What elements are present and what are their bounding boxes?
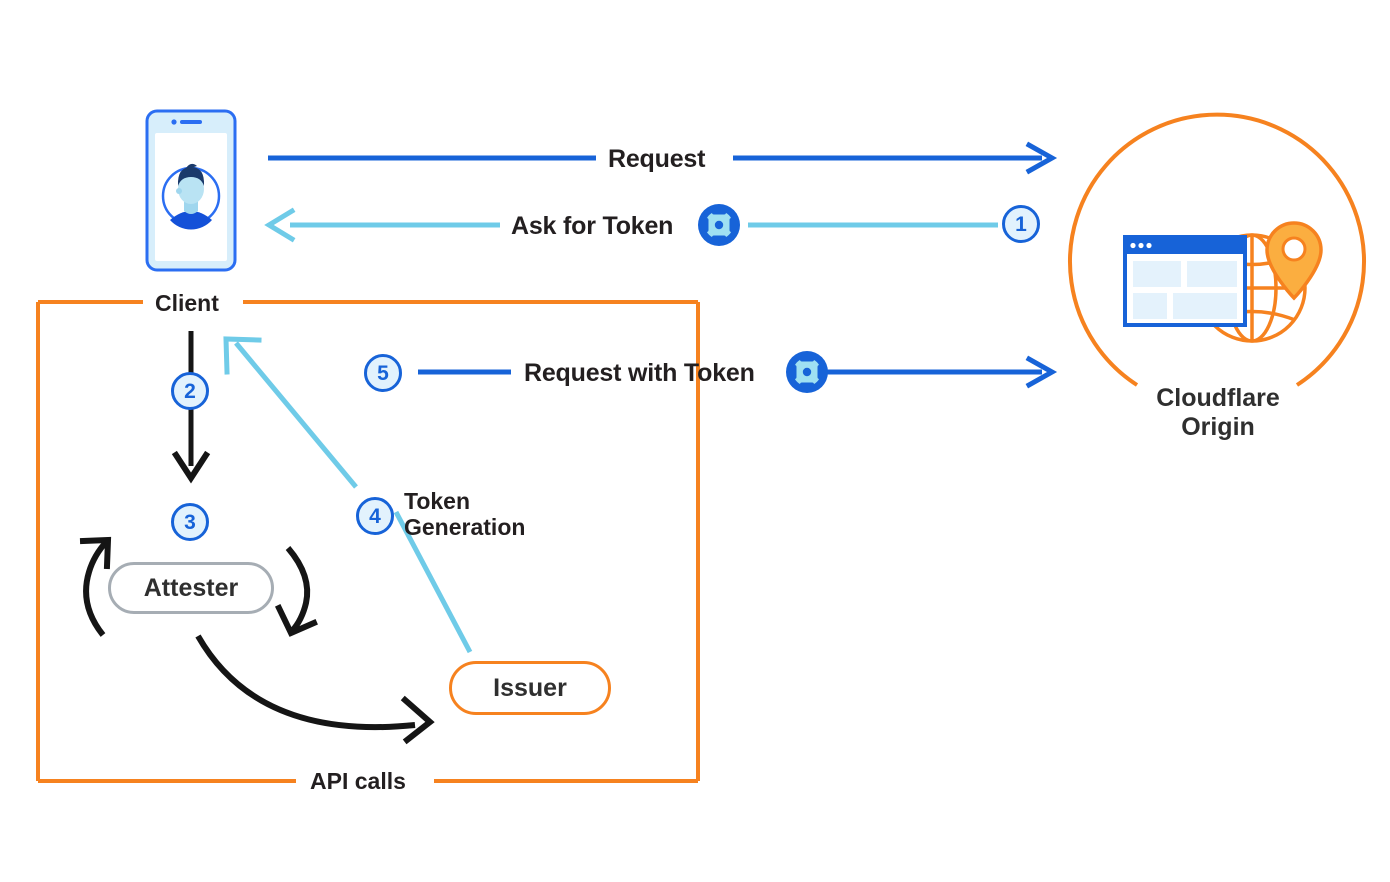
location-pin-icon xyxy=(1265,221,1323,301)
api-calls-boundary xyxy=(36,300,700,783)
mobile-phone-user-icon xyxy=(145,109,237,272)
arrow-token-generation xyxy=(223,336,473,654)
node-attester-label: Attester xyxy=(143,573,239,602)
arrow-ask-for-token xyxy=(264,207,998,243)
flow-label-request-with-token: Request with Token xyxy=(524,359,755,387)
step-badge-1-value: 1 xyxy=(1015,212,1027,236)
step-badge-3-value: 3 xyxy=(184,510,196,534)
browser-window xyxy=(1123,235,1247,327)
boundary-label-client: Client xyxy=(145,290,229,317)
step-badge-5[interactable]: 5 xyxy=(364,354,402,392)
arrow-request xyxy=(268,141,1058,175)
step-badge-2-value: 2 xyxy=(184,379,196,403)
arrow-attester-loop-left xyxy=(79,536,112,637)
flow-label-ask-for-token: Ask for Token xyxy=(511,212,674,240)
arrow-attester-loop-right xyxy=(274,546,318,637)
flow-label-token-generation: Token Generation xyxy=(404,488,526,541)
arrow-request-with-token xyxy=(418,355,1058,389)
origin-label-line1: Cloudflare xyxy=(1156,384,1280,412)
step-badge-3[interactable]: 3 xyxy=(171,503,209,541)
step-badge-4-value: 4 xyxy=(369,504,381,528)
token-generation-line2: Generation xyxy=(404,513,526,540)
step-badge-2[interactable]: 2 xyxy=(171,372,209,410)
arrow-attester-to-issuer xyxy=(195,634,435,745)
token-icon-request xyxy=(786,351,828,393)
node-issuer[interactable]: Issuer xyxy=(449,661,611,715)
node-origin-label: Cloudflare Origin xyxy=(1113,384,1323,442)
flow-label-request: Request xyxy=(608,145,706,173)
node-attester[interactable]: Attester xyxy=(108,562,274,614)
step-badge-5-value: 5 xyxy=(377,361,389,385)
step-badge-4[interactable]: 4 xyxy=(356,497,394,535)
token-icon-ask xyxy=(698,204,740,246)
step-badge-1[interactable]: 1 xyxy=(1002,205,1040,243)
boundary-label-api-calls: API calls xyxy=(300,768,416,795)
node-issuer-label: Issuer xyxy=(493,673,567,702)
origin-label-line2: Origin xyxy=(1181,412,1255,441)
token-generation-line1: Token xyxy=(404,488,471,514)
globe-browser-pin-icon xyxy=(1068,112,1366,387)
